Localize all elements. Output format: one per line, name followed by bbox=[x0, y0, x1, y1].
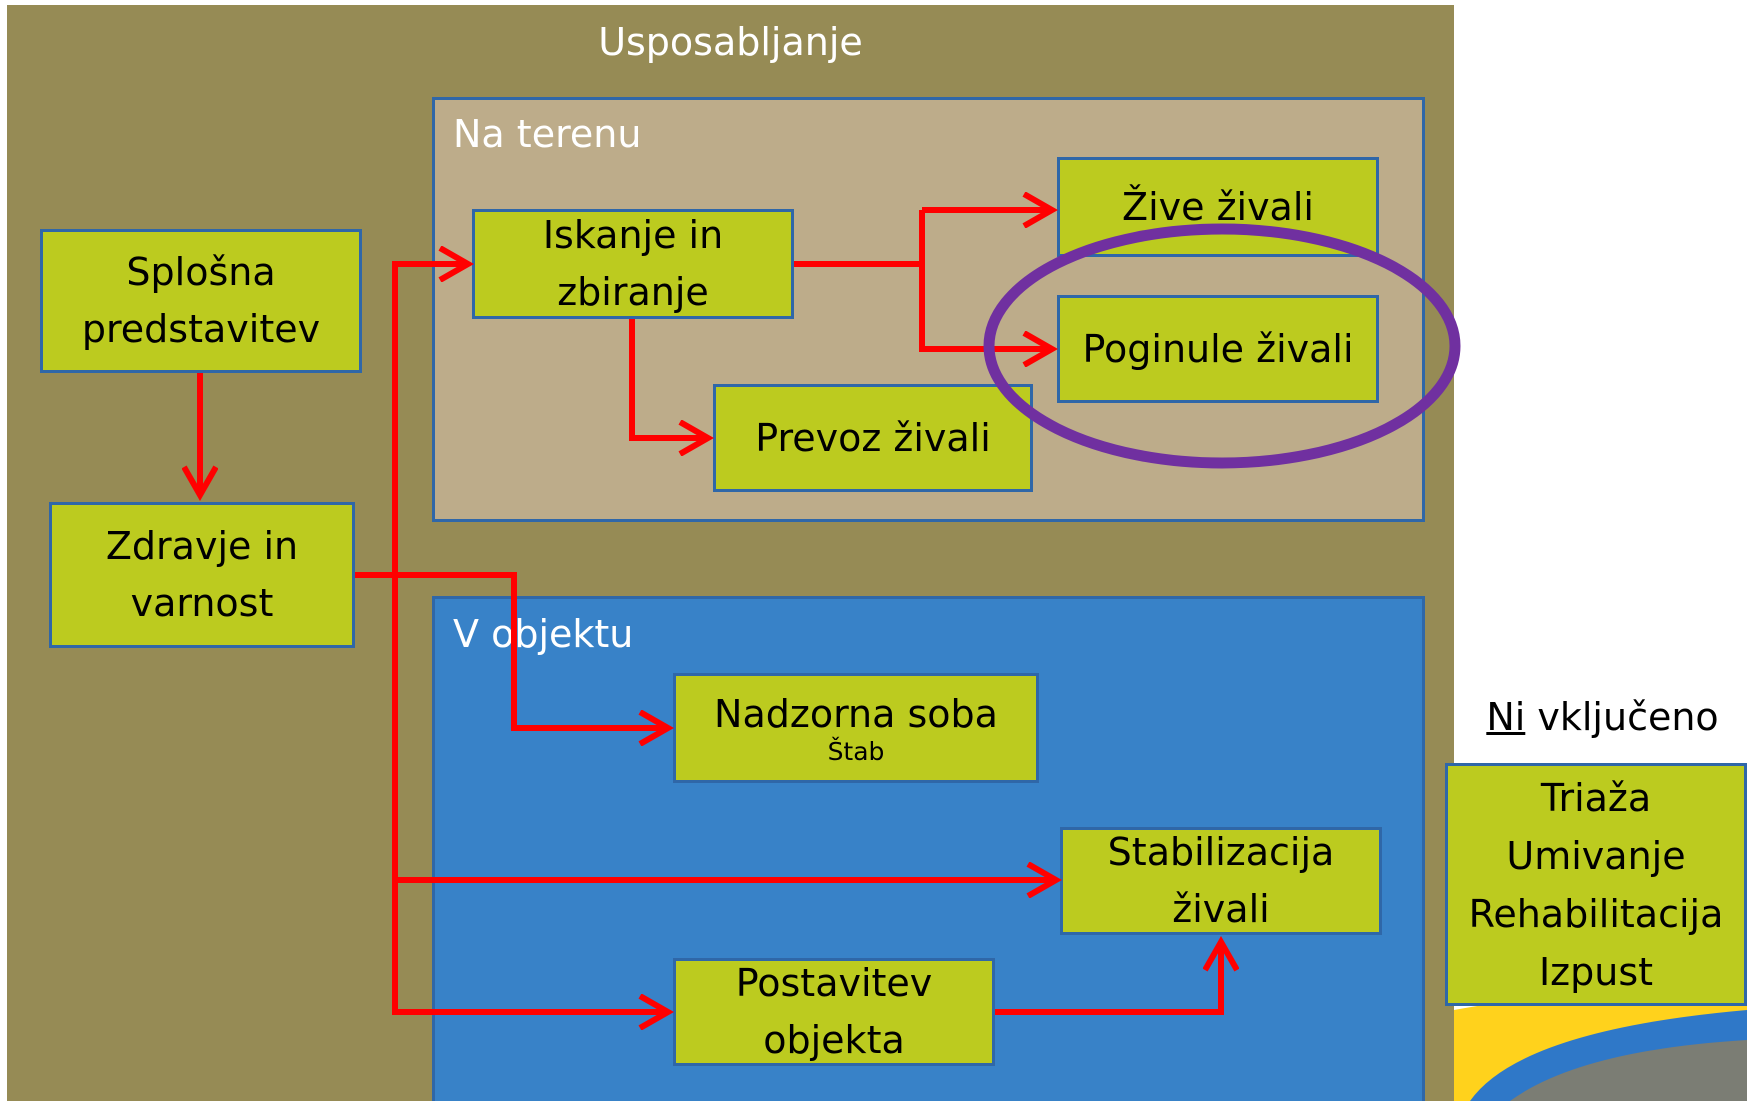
field-panel-title: Na terenu bbox=[453, 112, 642, 156]
dead-animals-box: Poginule živali bbox=[1057, 295, 1379, 403]
search-collect-box: Iskanje in zbiranje bbox=[472, 209, 794, 319]
training-panel-title: Usposabljanje bbox=[598, 20, 863, 64]
not-included-box: Triaža Umivanje Rehabilitacija Izpust bbox=[1445, 763, 1747, 1006]
animal-transport-box: Prevoz živali bbox=[713, 384, 1033, 492]
not-included-item-release: Izpust bbox=[1538, 949, 1654, 994]
search-collect-line2: zbiranje bbox=[557, 270, 709, 314]
stabilization-box: Stabilizacija živali bbox=[1060, 827, 1382, 935]
health-safety-line1: Zdravje in bbox=[105, 524, 299, 568]
control-room-sublabel: Štab bbox=[827, 737, 885, 766]
control-room-label: Nadzorna soba bbox=[714, 692, 998, 736]
not-included-item-rehabilitation: Rehabilitacija bbox=[1468, 891, 1724, 936]
not-included-rest: vključeno bbox=[1525, 695, 1719, 739]
health-safety-line2: varnost bbox=[130, 581, 274, 625]
facility-setup-box: Postavitev objekta bbox=[673, 958, 995, 1066]
not-included-prefix: Ni bbox=[1486, 695, 1526, 739]
control-room-box: Nadzorna soba Štab bbox=[673, 673, 1039, 783]
general-introduction-line2: predstavitev bbox=[81, 307, 321, 351]
dead-animals-label: Poginule živali bbox=[1082, 326, 1354, 371]
stabilization-line1: Stabilizacija bbox=[1107, 830, 1335, 874]
health-safety-box: Zdravje in varnost bbox=[49, 502, 355, 648]
live-animals-box: Žive živali bbox=[1057, 157, 1379, 257]
facility-setup-line2: objekta bbox=[763, 1018, 905, 1062]
not-included-item-triage: Triaža bbox=[1540, 775, 1652, 820]
animal-transport-label: Prevoz živali bbox=[755, 415, 991, 460]
live-animals-label: Žive živali bbox=[1122, 184, 1314, 229]
stabilization-line2: živali bbox=[1172, 887, 1270, 931]
general-introduction-line1: Splošna bbox=[126, 250, 276, 294]
general-introduction-box: Splošna predstavitev bbox=[40, 229, 362, 373]
not-included-item-washing: Umivanje bbox=[1506, 833, 1686, 878]
facility-setup-line1: Postavitev bbox=[735, 961, 933, 1005]
not-included-heading: Ni vključeno bbox=[1458, 695, 1747, 739]
search-collect-line1: Iskanje in bbox=[542, 213, 724, 257]
